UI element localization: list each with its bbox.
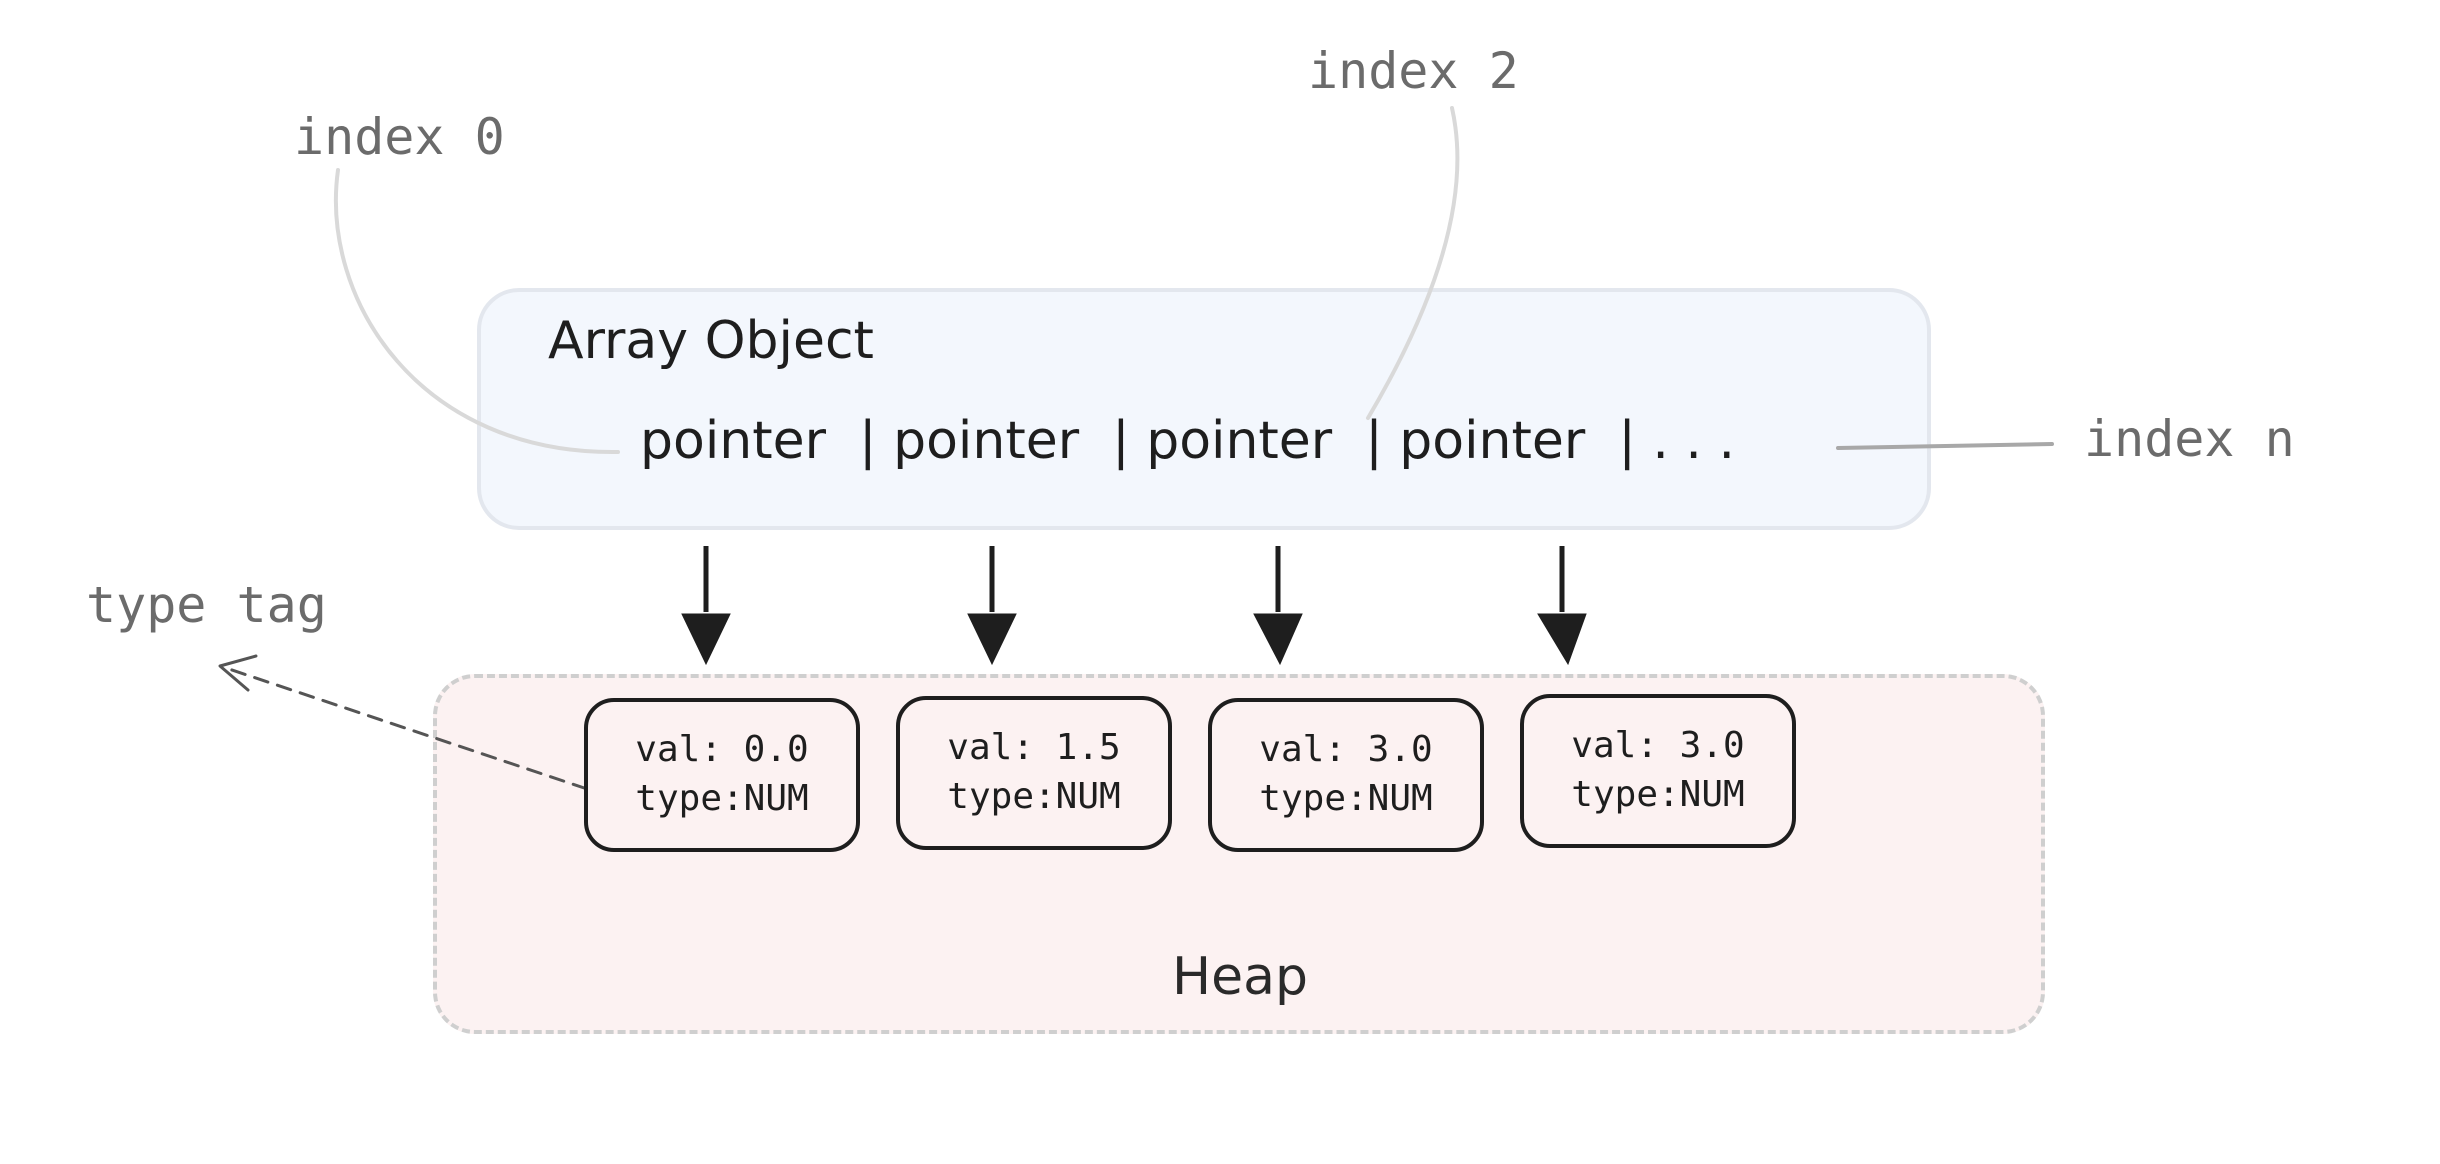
cell-type: type:NUM bbox=[1259, 778, 1433, 819]
index-0-leader bbox=[333, 168, 620, 455]
cell-type: type:NUM bbox=[947, 776, 1121, 817]
cell-value: val: 3.0 bbox=[1259, 729, 1433, 771]
heap-cell-1: val: 1.5 type:NUM bbox=[896, 696, 1172, 850]
type-tag-label: type tag bbox=[86, 576, 327, 634]
heap-label: Heap bbox=[1172, 947, 1308, 1007]
index-2-label: index 2 bbox=[1308, 42, 1519, 100]
heap-cell-3: val: 3.0 type:NUM bbox=[1520, 694, 1796, 848]
cell-type: type:NUM bbox=[1571, 774, 1745, 815]
heap-cell-2: val: 3.0 type:NUM bbox=[1208, 698, 1484, 852]
pointer-arrow-1 bbox=[967, 546, 1017, 666]
pointer-arrow-0 bbox=[681, 546, 731, 666]
heap-cell-0: val: 0.0 type:NUM bbox=[584, 698, 860, 852]
index-n-label: index n bbox=[2084, 410, 2295, 468]
index-n-leader bbox=[1836, 442, 2054, 450]
pointer-arrow-3 bbox=[1537, 546, 1587, 666]
index-0-label: index 0 bbox=[294, 108, 505, 166]
index-2-leader bbox=[1366, 106, 1460, 420]
pointer-row: pointer | pointer | pointer | pointer | … bbox=[640, 411, 1736, 471]
type-tag-arrowhead bbox=[218, 654, 258, 692]
cell-value: val: 1.5 bbox=[947, 727, 1121, 769]
cell-value: val: 0.0 bbox=[635, 729, 809, 771]
cell-value: val: 3.0 bbox=[1571, 725, 1745, 767]
array-object-box bbox=[477, 288, 1931, 530]
pointer-arrow-2 bbox=[1253, 546, 1303, 666]
array-object-title: Array Object bbox=[548, 311, 874, 371]
cell-type: type:NUM bbox=[635, 778, 809, 819]
type-tag-leader bbox=[224, 666, 634, 806]
